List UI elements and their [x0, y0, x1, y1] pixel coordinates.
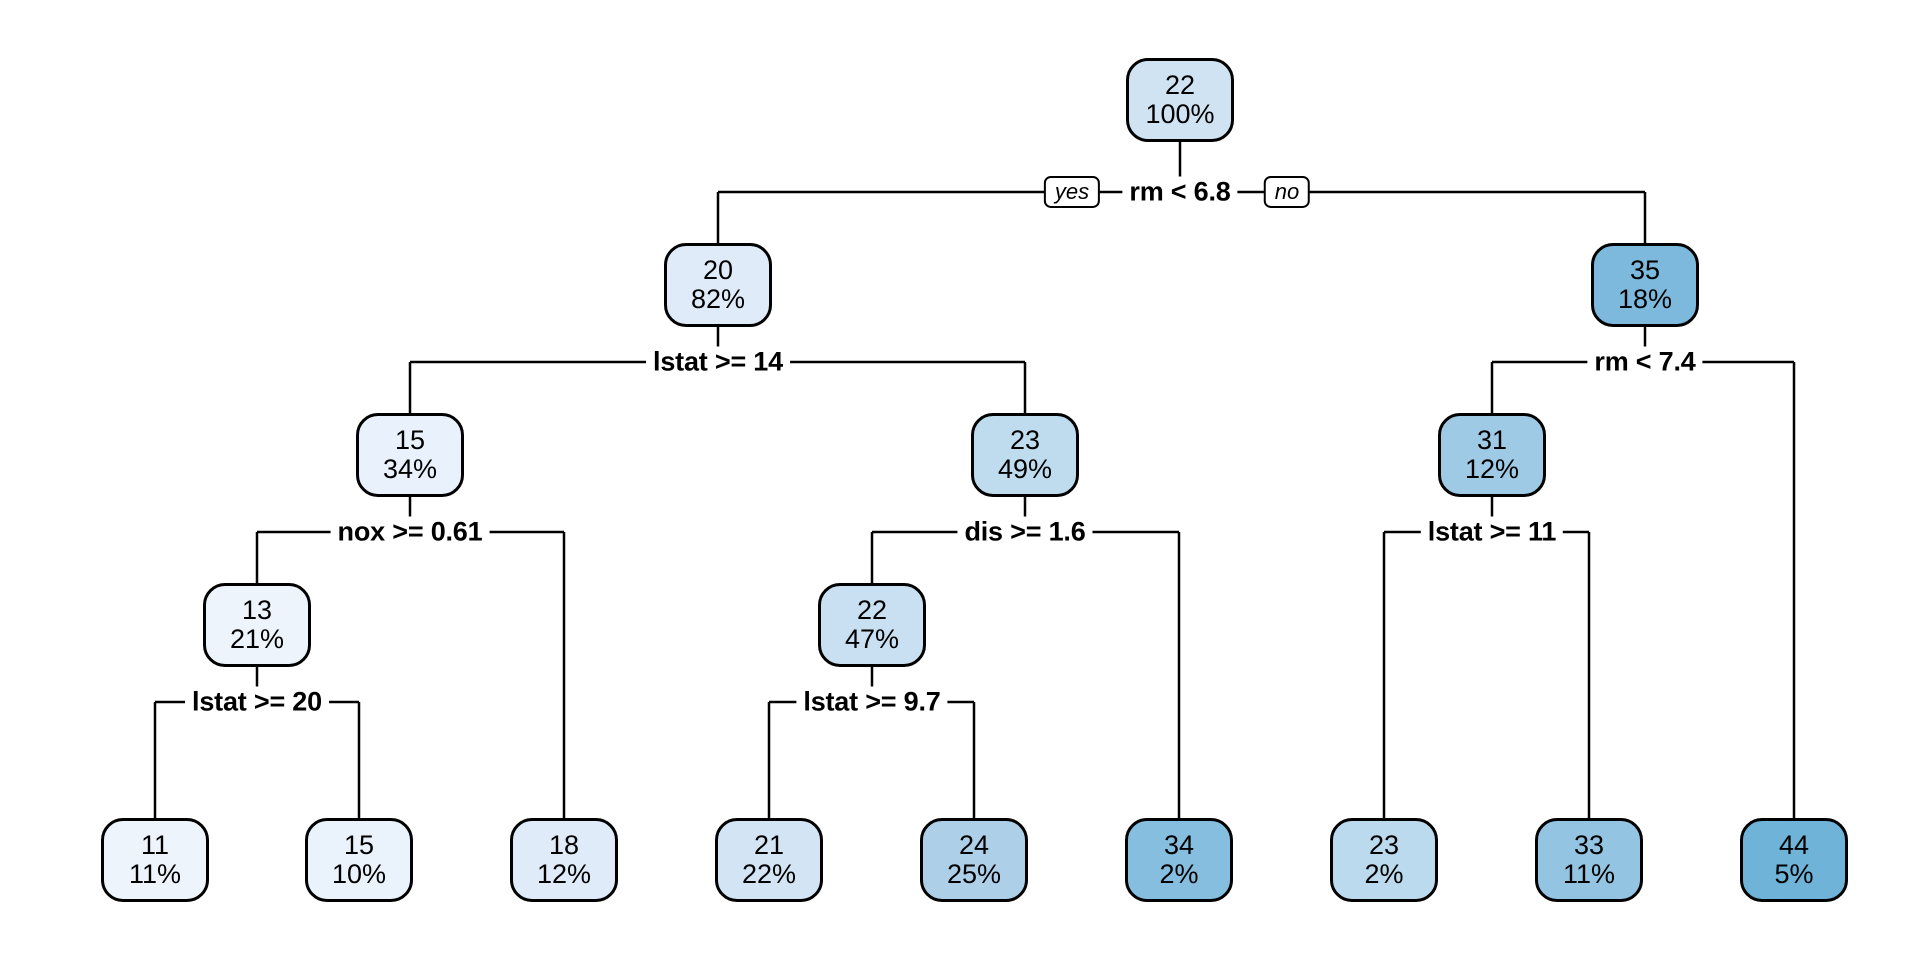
- node-percentage: 47%: [844, 624, 900, 654]
- node-percentage: 21%: [229, 624, 285, 654]
- node-percentage: 11%: [128, 859, 182, 889]
- node-value: 20: [702, 254, 734, 285]
- split-condition-label: lstat >= 11: [1420, 516, 1564, 548]
- split-condition-label: nox >= 0.61: [330, 516, 490, 548]
- node-percentage: 25%: [946, 859, 1002, 889]
- node-value: 22: [856, 594, 888, 625]
- node-percentage: 2%: [1364, 859, 1404, 889]
- node-percentage: 18%: [1617, 284, 1673, 314]
- node-percentage: 12%: [536, 859, 592, 889]
- node-percentage: 49%: [997, 454, 1053, 484]
- node-value: 13: [241, 594, 273, 625]
- node-percentage: 10%: [331, 859, 387, 889]
- node-value: 33: [1573, 829, 1605, 860]
- split-condition-label: lstat >= 9.7: [796, 686, 948, 718]
- split-condition-label: rm < 6.8: [1122, 176, 1238, 208]
- node-value: 11: [140, 829, 170, 860]
- node-value: 23: [1009, 424, 1041, 455]
- node-value: 23: [1368, 829, 1400, 860]
- node-value: 15: [394, 424, 426, 455]
- split-condition-label: rm < 7.4: [1587, 346, 1703, 378]
- node-percentage: 82%: [690, 284, 746, 314]
- node-value: 22: [1164, 69, 1196, 100]
- node-percentage: 100%: [1145, 99, 1215, 129]
- node-value: 18: [548, 829, 580, 860]
- node-percentage: 11%: [1562, 859, 1616, 889]
- node-percentage: 5%: [1774, 859, 1814, 889]
- node-value: 44: [1778, 829, 1810, 860]
- branch-label-no: no: [1263, 175, 1311, 209]
- node-percentage: 22%: [741, 859, 797, 889]
- node-value: 15: [343, 829, 375, 860]
- node-percentage: 12%: [1464, 454, 1520, 484]
- node-value: 31: [1476, 424, 1508, 455]
- node-value: 35: [1629, 254, 1661, 285]
- node-percentage: 2%: [1159, 859, 1199, 889]
- node-percentage: 34%: [382, 454, 438, 484]
- split-condition-label: lstat >= 20: [185, 686, 329, 718]
- node-value: 24: [958, 829, 990, 860]
- branch-label-yes: yes: [1043, 175, 1101, 209]
- node-value: 34: [1163, 829, 1195, 860]
- split-condition-label: dis >= 1.6: [957, 516, 1093, 548]
- node-value: 21: [753, 829, 785, 860]
- split-condition-label: lstat >= 14: [646, 346, 790, 378]
